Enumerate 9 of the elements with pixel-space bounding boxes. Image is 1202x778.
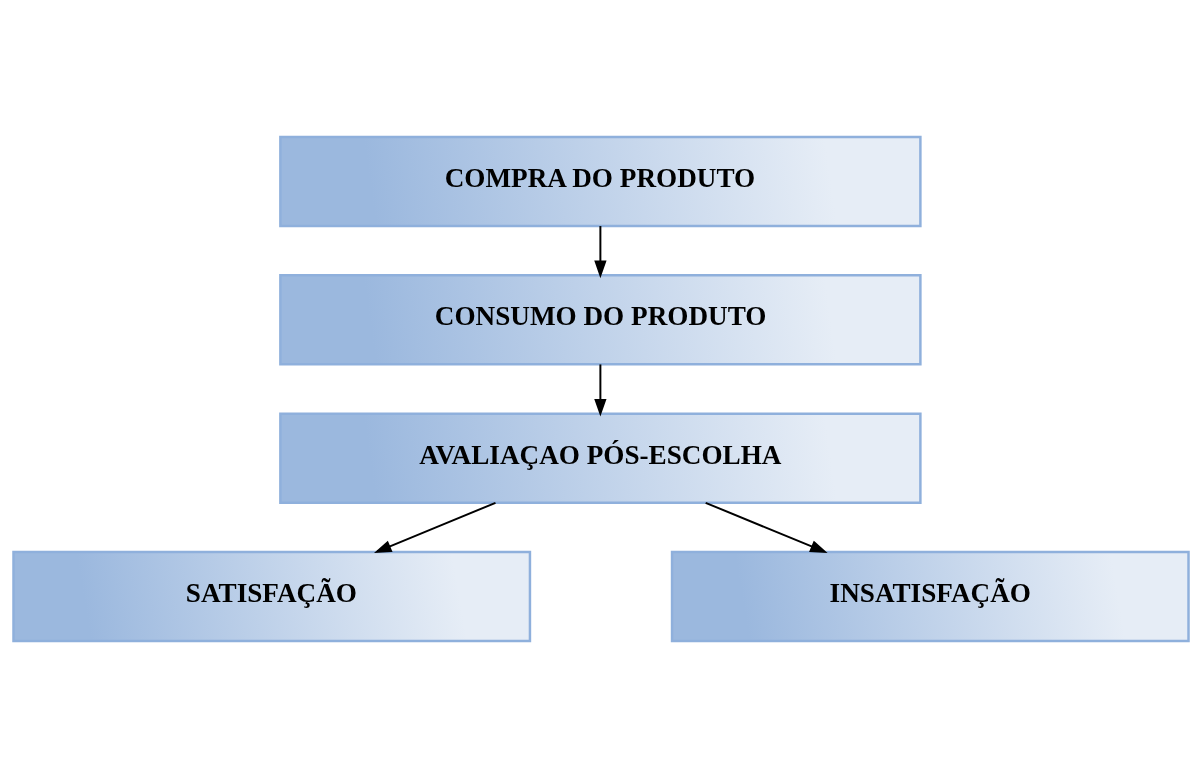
arrow <box>704 501 828 554</box>
arrow <box>594 225 607 279</box>
node-box: AVALIAÇAO PÓS-ESCOLHA <box>279 412 922 504</box>
node-box: CONSUMO DO PRODUTO <box>279 274 922 366</box>
node-box: COMPRA DO PRODUTO <box>279 135 922 228</box>
arrow <box>594 363 607 417</box>
node-box: SATISFAÇÃO <box>12 550 532 643</box>
node-box: INSATISFAÇÃO <box>670 550 1190 643</box>
arrow <box>373 501 497 554</box>
